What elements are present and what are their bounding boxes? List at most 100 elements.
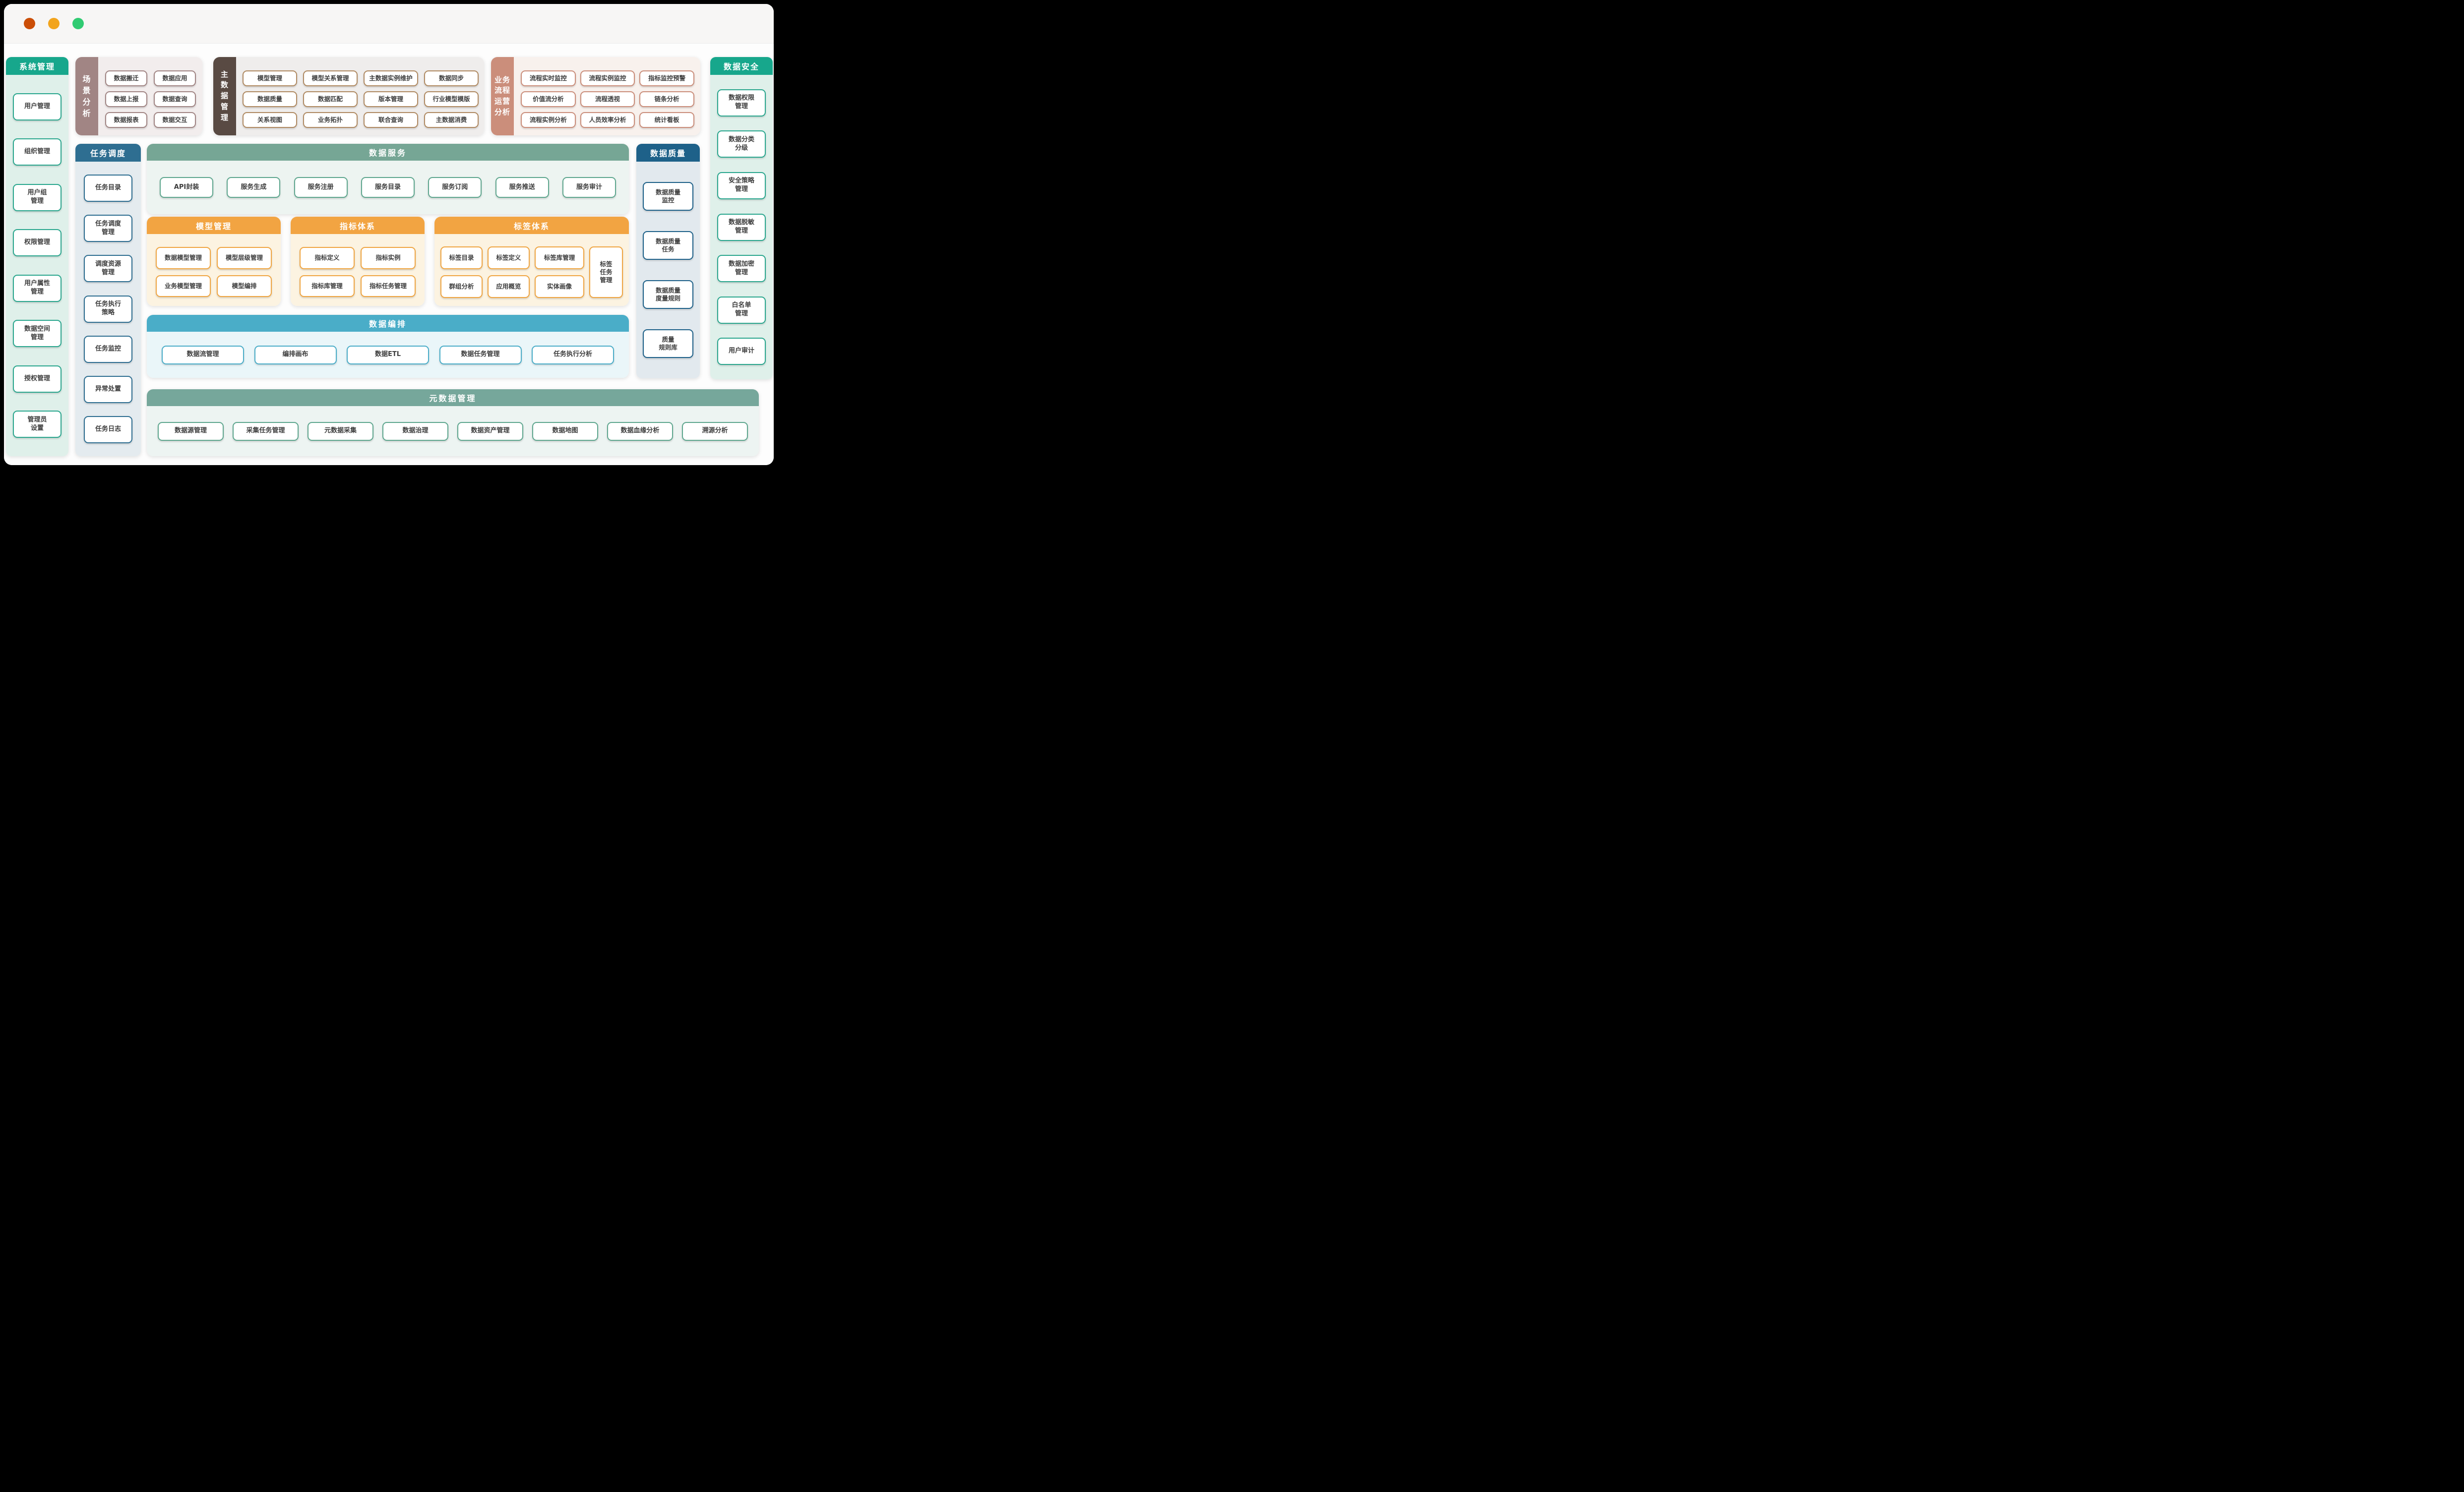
diagram-node: 服务注册 — [294, 177, 348, 198]
section-business-process-operation-analysis: 业务 流程 运营 分析 流程实时监控流程实例监控指标监控预警价值流分析流程透视链… — [491, 57, 700, 135]
diagram-node: 任务监控 — [84, 335, 132, 363]
diagram-node: 数据匹配 — [303, 91, 358, 107]
section-body: 数据质量 监控数据质量 任务数据质量 度量规则质量 规则库 — [636, 162, 700, 378]
diagram-node: API封装 — [160, 177, 213, 198]
diagram-node: 指标库管理 — [300, 275, 355, 297]
diagram-node: 群组分析 — [440, 275, 483, 298]
section-vertical-title: 场 景 分 析 — [75, 57, 98, 135]
window-close-button[interactable] — [24, 18, 35, 29]
diagram-node: 数据模型管理 — [156, 247, 211, 269]
diagram-node: 统计看板 — [639, 112, 694, 128]
diagram-node: 流程实时监控 — [521, 70, 576, 86]
diagram-node: 数据报表 — [105, 112, 147, 128]
diagram-node: 用户属性 管理 — [13, 274, 62, 302]
diagram-node: 采集任务管理 — [233, 421, 299, 441]
window-minimize-button[interactable] — [48, 18, 60, 29]
diagram-node: 服务生成 — [227, 177, 281, 198]
diagram-node: 模型管理 — [243, 70, 297, 86]
section-body: 流程实时监控流程实例监控指标监控预警价值流分析流程透视链条分析流程实例分析人员效… — [514, 57, 700, 135]
section-body: 标签 任务 管理 标签目录标签定义标签库管理群组分析应用概览实体画像 — [434, 234, 629, 306]
diagram-node: 服务目录 — [361, 177, 415, 198]
diagram-node: 管理员 设置 — [13, 411, 62, 438]
diagram-node: 任务执行分析 — [532, 345, 614, 364]
diagram-node: 任务调度 管理 — [84, 215, 132, 242]
section-title: 数据服务 — [147, 144, 629, 161]
section-title: 标签体系 — [434, 217, 629, 234]
desktop-background: 系统管理 用户管理组织管理用户组 管理权限管理用户属性 管理数据空间 管理授权管… — [0, 0, 778, 471]
section-data-quality: 数据质量 数据质量 监控数据质量 任务数据质量 度量规则质量 规则库 — [636, 144, 700, 378]
diagram-node: 数据治理 — [382, 421, 448, 441]
section-metric-system: 指标体系 指标定义指标实例指标库管理指标任务管理 — [291, 217, 425, 306]
window-titlebar — [4, 4, 774, 44]
diagram-node: 数据分类 分级 — [717, 130, 766, 158]
diagram-node: 服务推送 — [495, 177, 549, 198]
section-metadata-management: 元数据管理 数据源管理采集任务管理元数据采集数据治理数据资产管理数据地图数据血缘… — [147, 389, 759, 456]
diagram-node: 数据ETL — [347, 345, 429, 364]
diagram-node: 指标监控预警 — [639, 70, 694, 86]
diagram-node: 数据查询 — [154, 91, 196, 107]
diagram-node: 标签库管理 — [534, 246, 585, 269]
section-title: 数据编排 — [147, 315, 629, 332]
diagram-node: 数据交互 — [154, 112, 196, 128]
section-master-data-management: 主 数 据 管 理 模型管理模型关系管理主数据实例维护数据同步数据质量数据匹配版… — [213, 57, 484, 135]
diagram-node: 溯源分析 — [682, 421, 748, 441]
diagram-node: 数据源管理 — [158, 421, 224, 441]
section-vertical-title: 主 数 据 管 理 — [213, 57, 236, 135]
diagram-node: 模型关系管理 — [303, 70, 358, 86]
diagram-node: 流程实例分析 — [521, 112, 576, 128]
diagram-node: 流程透视 — [580, 91, 635, 107]
section-data-security: 数据安全 数据权限 管理数据分类 分级安全策略 管理数据脱敏 管理数据加密 管理… — [710, 57, 773, 379]
diagram-node: 模型编排 — [217, 275, 272, 297]
section-body: 数据搬迁数据应用数据上报数据查询数据报表数据交互 — [98, 57, 202, 135]
section-body: 数据模型管理模型层级管理业务模型管理模型编排 — [147, 234, 281, 306]
diagram-node: 数据脱敏 管理 — [717, 213, 766, 241]
diagram-node: 用户管理 — [13, 93, 62, 120]
diagram-node: 主数据消费 — [424, 112, 479, 128]
section-title: 数据安全 — [710, 57, 773, 75]
diagram-node: 应用概览 — [487, 275, 530, 298]
section-data-services: 数据服务 API封装服务生成服务注册服务目录服务订阅服务推送服务审计 — [147, 144, 629, 214]
section-task-scheduling: 任务调度 任务目录任务调度 管理调度资源 管理任务执行 策略任务监控异常处置任务… — [75, 144, 141, 456]
diagram-node: 流程实例监控 — [580, 70, 635, 86]
section-scenario-analysis: 场 景 分 析 数据搬迁数据应用数据上报数据查询数据报表数据交互 — [75, 57, 202, 135]
section-title: 数据质量 — [636, 144, 700, 162]
section-model-management: 模型管理 数据模型管理模型层级管理业务模型管理模型编排 — [147, 217, 281, 306]
diagram-node: 模型层级管理 — [217, 247, 272, 269]
diagram-node: 主数据实例维护 — [364, 70, 418, 86]
diagram-node: 异常处置 — [84, 375, 132, 403]
window-maximize-button[interactable] — [72, 18, 84, 29]
diagram-node: 质量 规则库 — [643, 329, 693, 358]
section-title: 模型管理 — [147, 217, 281, 234]
section-title: 元数据管理 — [147, 389, 759, 406]
diagram-node: 版本管理 — [364, 91, 418, 107]
diagram-node: 白名单 管理 — [717, 296, 766, 324]
section-vertical-title: 业务 流程 运营 分析 — [491, 57, 514, 135]
diagram-node: 关系视图 — [243, 112, 297, 128]
diagram-node: 数据质量 度量规则 — [643, 280, 693, 309]
section-body: 指标定义指标实例指标库管理指标任务管理 — [291, 234, 425, 306]
diagram-node: 联合查询 — [364, 112, 418, 128]
diagram-canvas: 系统管理 用户管理组织管理用户组 管理权限管理用户属性 管理数据空间 管理授权管… — [4, 44, 774, 465]
section-system-management: 系统管理 用户管理组织管理用户组 管理权限管理用户属性 管理数据空间 管理授权管… — [6, 57, 68, 456]
diagram-node: 实体画像 — [534, 275, 585, 298]
diagram-node: 行业模型模版 — [424, 91, 479, 107]
section-tag-system: 标签体系 标签 任务 管理 标签目录标签定义标签库管理群组分析应用概览实体画像 — [434, 217, 629, 306]
section-title: 系统管理 — [6, 57, 68, 75]
diagram-node: 数据质量 监控 — [643, 182, 693, 211]
diagram-node: 数据质量 — [243, 91, 297, 107]
diagram-node: 标签定义 — [487, 246, 530, 269]
diagram-node: 调度资源 管理 — [84, 255, 132, 283]
section-body: 数据权限 管理数据分类 分级安全策略 管理数据脱敏 管理数据加密 管理白名单 管… — [710, 75, 773, 379]
diagram-node: 安全策略 管理 — [717, 172, 766, 199]
diagram-node: 编排画布 — [254, 345, 337, 364]
diagram-node: 任务日志 — [84, 416, 132, 443]
section-body: 用户管理组织管理用户组 管理权限管理用户属性 管理数据空间 管理授权管理管理员 … — [6, 75, 68, 456]
diagram-node: 标签 任务 管理 — [589, 246, 623, 298]
app-window: 系统管理 用户管理组织管理用户组 管理权限管理用户属性 管理数据空间 管理授权管… — [4, 4, 774, 465]
diagram-node: 数据上报 — [105, 91, 147, 107]
diagram-node: 数据应用 — [154, 70, 196, 86]
diagram-node: 任务执行 策略 — [84, 295, 132, 323]
diagram-node: 组织管理 — [13, 138, 62, 166]
diagram-node: 数据权限 管理 — [717, 89, 766, 117]
